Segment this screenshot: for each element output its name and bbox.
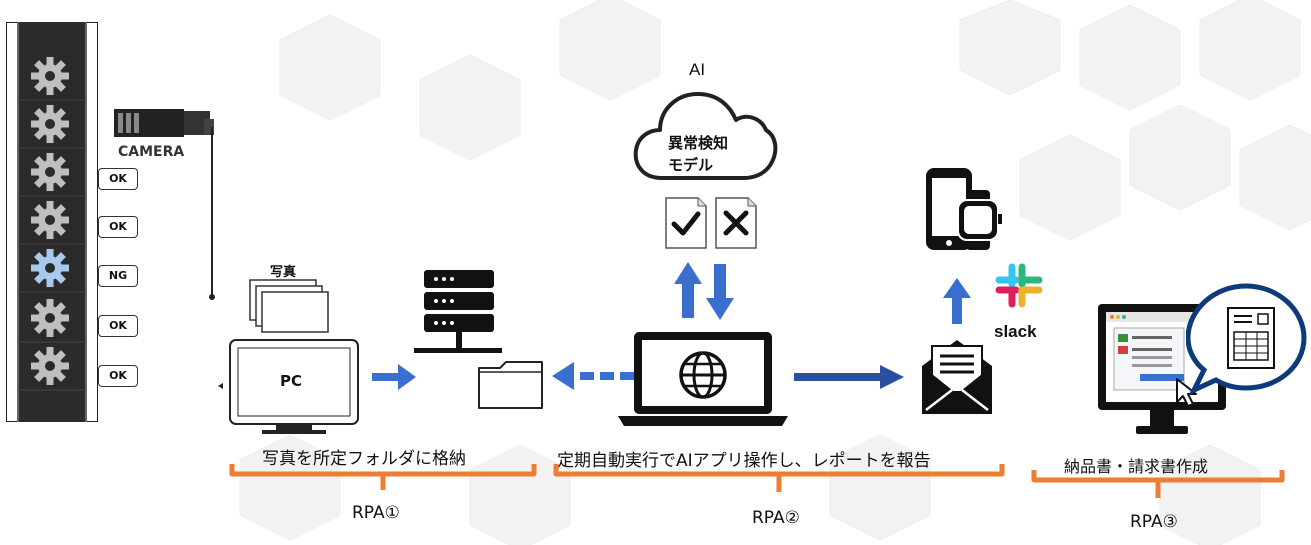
slack-icon <box>995 263 1043 308</box>
brace-rpa1 <box>229 464 537 490</box>
gear-icon <box>31 105 69 143</box>
gear-icon <box>31 57 69 95</box>
pc-label: PC <box>280 372 303 390</box>
server-icon <box>414 270 502 353</box>
photo-stack-icon <box>249 279 329 333</box>
pc-monitor-icon <box>218 339 359 434</box>
arrow-up-icon <box>943 278 971 324</box>
gear-icon <box>31 201 69 239</box>
arrow-right-icon <box>794 365 904 389</box>
cloud-icon <box>633 92 778 180</box>
cursor-icon <box>1176 378 1197 407</box>
inspection-result-badge: OK <box>98 365 138 387</box>
ai-model-label-line1: 異常検知 <box>668 134 729 152</box>
check-icon <box>665 197 707 249</box>
photo-label: 写真 <box>270 265 297 280</box>
gear-icon <box>31 299 69 337</box>
inspection-result-badge: OK <box>98 315 138 337</box>
step-name: RPA① <box>352 503 400 523</box>
ai-title: AI <box>689 60 706 79</box>
gear-icon <box>31 347 69 385</box>
step-name: RPA③ <box>1130 512 1178 532</box>
slack-label: slack <box>994 322 1037 341</box>
inspection-result-badge: NG <box>98 265 138 287</box>
mail-icon <box>922 340 992 414</box>
gear-icon <box>31 153 69 191</box>
conveyor-belt <box>6 22 98 422</box>
step-caption: 納品書・請求書作成 <box>1064 457 1209 476</box>
brace-rpa2 <box>553 464 1005 492</box>
arrow-right-icon <box>372 364 416 390</box>
inspection-result-badge: OK <box>98 168 138 190</box>
camera-label: CAMERA <box>118 144 185 160</box>
step-caption: 定期自動実行でAIアプリ操作し、レポートを報告 <box>557 451 931 471</box>
document-icon <box>1227 307 1275 369</box>
camera-icon <box>114 109 215 300</box>
globe-icon <box>679 351 727 399</box>
folder-icon <box>478 361 543 409</box>
step-name: RPA② <box>752 508 800 528</box>
step-caption: 写真を所定フォルダに格納 <box>262 449 466 469</box>
gear-icon <box>31 249 69 287</box>
brace-rpa3 <box>1031 470 1285 498</box>
laptop-icon <box>618 332 788 426</box>
cross-icon <box>715 197 757 249</box>
inspection-result-badge: OK <box>98 216 138 238</box>
smartwatch-icon <box>957 190 1002 250</box>
ai-model-label-line2: モデル <box>668 156 714 174</box>
bidirectional-arrow-icon <box>674 262 734 320</box>
